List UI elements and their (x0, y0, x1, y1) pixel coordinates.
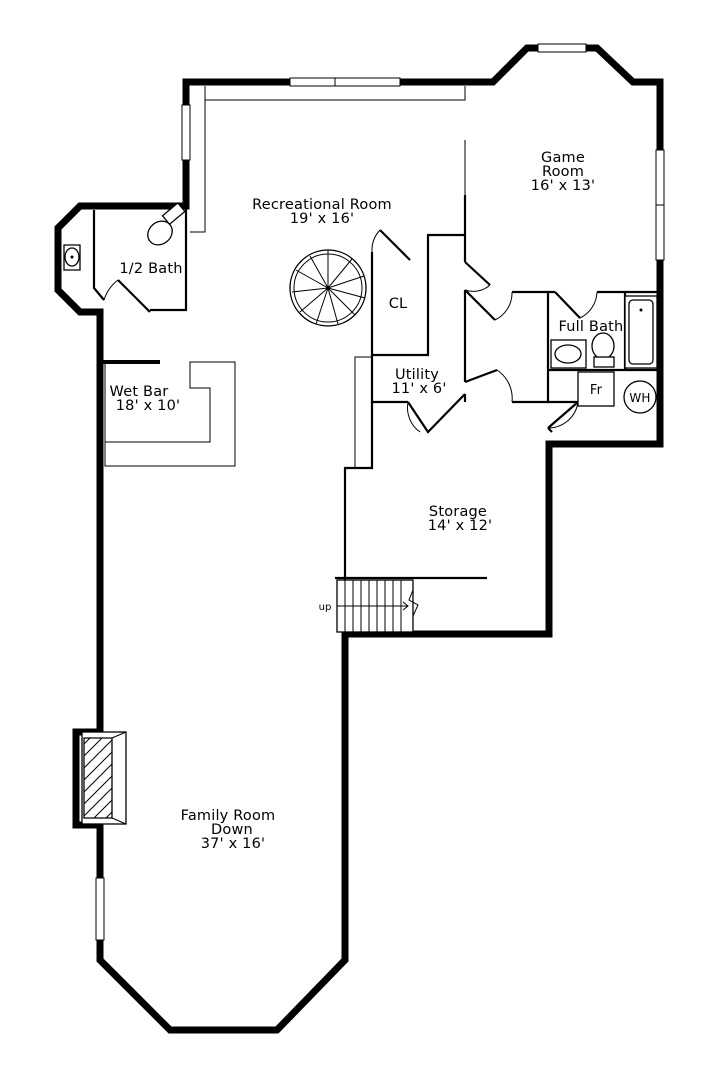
stairs-up-label: up (319, 602, 332, 613)
fridge-box (577, 371, 615, 407)
game-room-size: 16' x 13' (531, 178, 595, 194)
game-room-label-line2: Room (542, 164, 584, 180)
exterior-wall (54, 44, 664, 1034)
closet-label: CL (389, 296, 408, 312)
water-heater-circle (623, 380, 657, 414)
storage-label: Storage (429, 504, 487, 520)
family-room-label-line2: Down (211, 822, 253, 838)
doors (103, 229, 598, 434)
wet-bar-label: Wet Bar (110, 384, 169, 400)
water-heater-label: WH (629, 391, 650, 405)
family-room-size: 37' x 16' (201, 836, 265, 852)
game-room-label-line1: Game (541, 150, 585, 166)
fridge-label: Fr (590, 383, 603, 398)
wet-bar-size: 18' x 10' (116, 398, 180, 414)
staircase (336, 579, 419, 633)
windows (95, 43, 665, 941)
family-room-label-line1: Family Room (181, 808, 276, 824)
fixtures (63, 202, 658, 825)
storage-size: 14' x 12' (428, 518, 492, 534)
recreational-room-label: Recreational Room (252, 197, 392, 213)
spiral-stair (289, 249, 367, 327)
half-bath-label: 1/2 Bath (119, 261, 182, 277)
utility-label: Utility (395, 367, 439, 383)
utility-size: 11' x 6' (391, 381, 446, 397)
fireplace (81, 731, 127, 825)
recreational-room-size: 19' x 16' (290, 211, 354, 227)
room-labels: Recreational Room 19' x 16' Game Room 16… (110, 150, 651, 852)
full-bath-label: Full Bath (559, 319, 624, 335)
